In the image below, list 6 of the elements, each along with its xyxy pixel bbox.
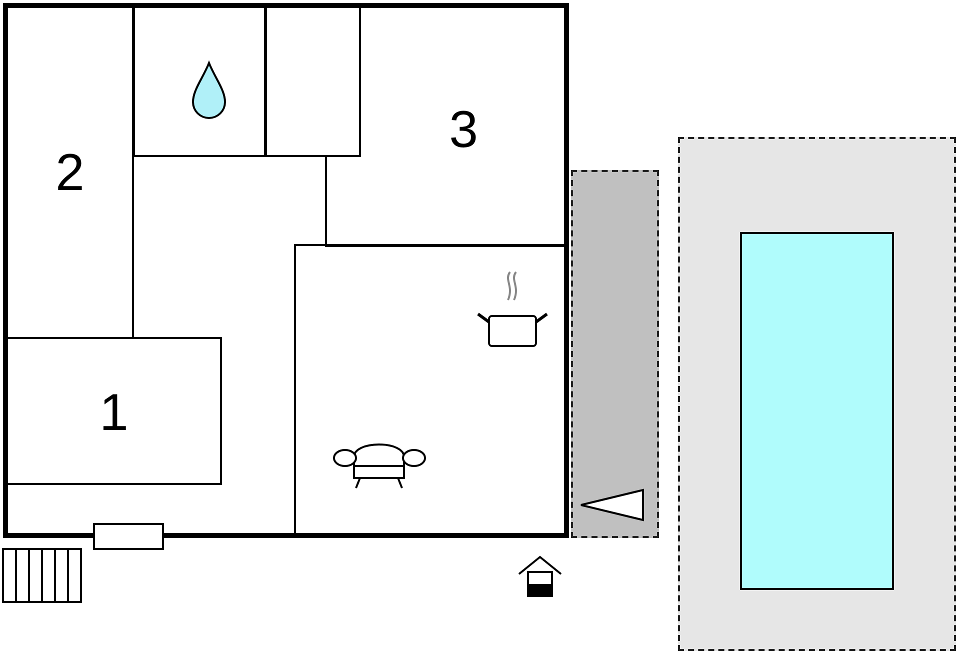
swimming-pool [740,232,894,590]
room-number: 1 [100,387,128,439]
terrace [571,170,659,538]
room-number: 3 [449,104,478,156]
room-number: 2 [56,147,84,199]
pool-deck [678,137,956,651]
